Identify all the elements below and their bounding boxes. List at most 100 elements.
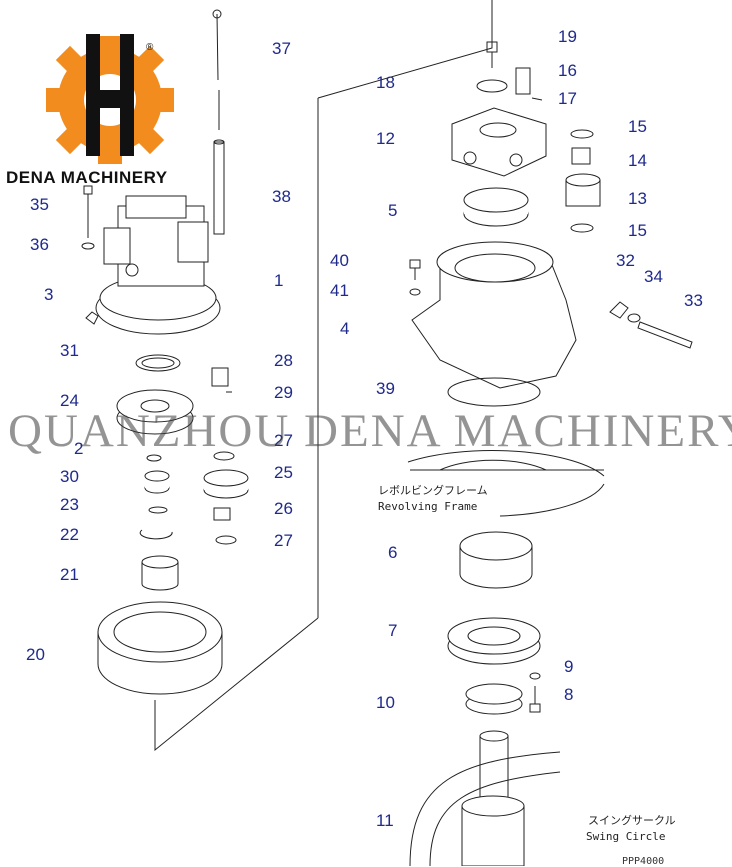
h-letter-icon bbox=[86, 34, 134, 156]
part-15-washer bbox=[570, 129, 594, 139]
part-28-pin bbox=[211, 367, 229, 387]
callout-6: 6 bbox=[388, 543, 398, 562]
part-20-ring-gear bbox=[97, 601, 223, 695]
callout-14: 14 bbox=[628, 151, 647, 170]
part-30-gear bbox=[144, 470, 170, 494]
part-8-bolt bbox=[529, 686, 541, 713]
callout-39: 39 bbox=[376, 379, 395, 398]
callout-17: 17 bbox=[558, 89, 577, 108]
part-21-gear bbox=[141, 555, 179, 591]
callout-15: 15 bbox=[628, 117, 647, 136]
callout-10: 10 bbox=[376, 693, 395, 712]
part-25-gear bbox=[203, 469, 249, 499]
callout-36: 36 bbox=[30, 235, 49, 254]
callout-37: 37 bbox=[272, 39, 291, 58]
part-17-pin bbox=[531, 97, 543, 101]
part-2-washer bbox=[146, 454, 162, 462]
part-12-carrier bbox=[451, 107, 547, 177]
part-18-plate bbox=[476, 79, 508, 93]
part-31-ring bbox=[135, 354, 181, 372]
part-22-snap-ring bbox=[139, 529, 173, 540]
part-3-plug bbox=[85, 311, 99, 325]
callout-40: 40 bbox=[330, 251, 349, 270]
callout-24: 24 bbox=[60, 391, 79, 410]
part-13-gear bbox=[565, 173, 601, 207]
part-37-dipstick bbox=[212, 9, 222, 130]
registered-mark: ® bbox=[146, 42, 154, 53]
callout-7: 7 bbox=[388, 621, 398, 640]
callout-34: 34 bbox=[644, 267, 663, 286]
part-4-housing bbox=[411, 241, 577, 389]
part-15-lower-washer bbox=[570, 223, 594, 233]
part-24-carrier bbox=[116, 389, 194, 435]
part-41-washer bbox=[409, 288, 421, 296]
callout-16: 16 bbox=[558, 61, 577, 80]
part-35-bolt bbox=[83, 185, 93, 238]
callout-26: 26 bbox=[274, 499, 293, 518]
part-23-washer bbox=[148, 506, 168, 514]
swing-circle-outline bbox=[409, 751, 561, 866]
part-36-washer bbox=[81, 242, 95, 250]
callout-41: 41 bbox=[330, 281, 349, 300]
callout-27-lower: 27 bbox=[274, 531, 293, 550]
callout-33: 33 bbox=[684, 291, 703, 310]
callout-25: 25 bbox=[274, 463, 293, 482]
part-39-o-ring bbox=[447, 377, 541, 407]
callout-19: 19 bbox=[558, 27, 577, 46]
callout-21: 21 bbox=[60, 565, 79, 584]
part-14-bearing bbox=[571, 147, 591, 165]
callout-22: 22 bbox=[60, 525, 79, 544]
part-26-bearing bbox=[213, 507, 231, 521]
part-33-pipe bbox=[637, 321, 693, 349]
callout-32: 32 bbox=[616, 251, 635, 270]
part-6-carrier bbox=[459, 531, 533, 589]
revolving-frame-label-en: Revolving Frame bbox=[378, 500, 478, 513]
part-16-pin bbox=[515, 67, 531, 95]
part-27-lower-washer bbox=[215, 535, 237, 545]
part-40-bolt bbox=[409, 259, 421, 280]
callout-30: 30 bbox=[60, 467, 79, 486]
part-11-pinion-shaft bbox=[461, 730, 525, 866]
watermark: QUANZHOU DENA MACHINERY bbox=[8, 405, 732, 457]
part-34-cap bbox=[627, 313, 641, 323]
revolving-frame-outline bbox=[407, 450, 605, 517]
callout-1: 1 bbox=[274, 271, 284, 290]
part-7-cover bbox=[447, 617, 541, 665]
callout-8: 8 bbox=[564, 685, 574, 704]
callout-13: 13 bbox=[628, 189, 647, 208]
callout-12: 12 bbox=[376, 129, 395, 148]
callout-28: 28 bbox=[274, 351, 293, 370]
callout-9: 9 bbox=[564, 657, 574, 676]
part-5-sun-carrier bbox=[463, 187, 529, 227]
part-32-fitting bbox=[609, 301, 629, 319]
callout-35: 35 bbox=[30, 195, 49, 214]
callout-31: 31 bbox=[60, 341, 79, 360]
callout-3: 3 bbox=[44, 285, 54, 304]
callout-23: 23 bbox=[60, 495, 79, 514]
part-27-thrust-washer bbox=[213, 451, 235, 461]
drawing-code: PPP4000 bbox=[622, 856, 665, 867]
callout-38: 38 bbox=[272, 187, 291, 206]
callout-2: 2 bbox=[74, 439, 84, 458]
callout-5: 5 bbox=[388, 201, 398, 220]
assembly-lines bbox=[154, 0, 604, 752]
swing-circle-label-en: Swing Circle bbox=[586, 830, 666, 843]
callout-27: 27 bbox=[274, 431, 293, 450]
company-logo: ® bbox=[46, 34, 174, 164]
part-9-washer bbox=[529, 672, 541, 680]
callout-20: 20 bbox=[26, 645, 45, 664]
callout-18: 18 bbox=[376, 73, 395, 92]
callout-11: 11 bbox=[376, 811, 394, 830]
part-38-tube bbox=[213, 139, 225, 235]
brand-name: DENA MACHINERY bbox=[6, 168, 168, 187]
swing-circle-label-jp: スイングサークル bbox=[588, 814, 676, 827]
revolving-frame-label-jp: レボルビングフレーム bbox=[378, 484, 488, 497]
part-10-bearing bbox=[465, 683, 523, 715]
callout-15-lower: 15 bbox=[628, 221, 647, 240]
callout-29: 29 bbox=[274, 383, 293, 402]
part-19-bolt bbox=[486, 41, 498, 68]
part-1-swing-motor bbox=[95, 195, 221, 335]
callout-4: 4 bbox=[340, 319, 350, 338]
